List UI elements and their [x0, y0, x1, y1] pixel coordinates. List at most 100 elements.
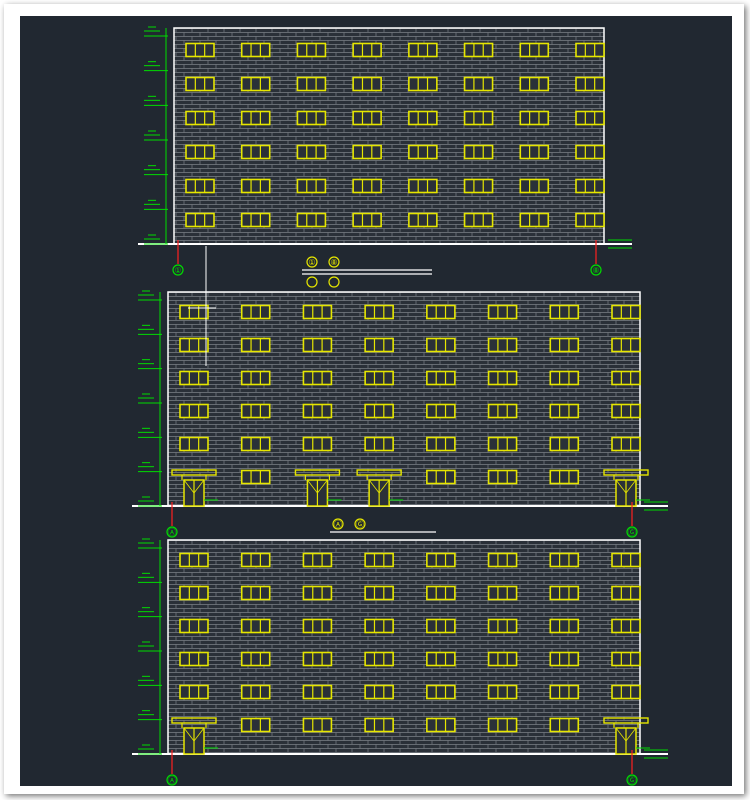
door-swing — [615, 727, 627, 742]
axis-label: Ⓐ — [168, 776, 176, 785]
window — [302, 651, 333, 667]
window — [487, 370, 518, 386]
door-swing — [183, 727, 195, 742]
window — [179, 337, 209, 353]
window — [408, 144, 438, 160]
window — [408, 178, 438, 194]
window — [240, 684, 271, 700]
window — [549, 304, 580, 320]
window — [179, 552, 209, 568]
door-swing — [307, 479, 318, 494]
window — [352, 42, 382, 58]
title-bubble — [328, 276, 340, 288]
door-swing — [625, 479, 637, 494]
window — [296, 144, 327, 160]
window — [575, 144, 605, 160]
window — [487, 585, 518, 601]
window — [364, 304, 394, 320]
window — [179, 304, 209, 320]
window — [463, 144, 494, 160]
window — [426, 337, 456, 353]
window — [463, 212, 494, 228]
axis-bubble — [626, 526, 638, 538]
window — [352, 76, 382, 92]
window — [463, 110, 494, 126]
title-bubble — [332, 518, 344, 530]
window — [549, 403, 580, 419]
window — [240, 469, 271, 485]
window — [426, 436, 456, 452]
window — [519, 42, 550, 58]
window — [302, 552, 333, 568]
window — [463, 178, 494, 194]
window — [426, 370, 456, 386]
window — [302, 618, 333, 634]
window — [240, 651, 271, 667]
window — [179, 651, 209, 667]
window — [575, 42, 605, 58]
title-label: Ⓐ — [334, 520, 342, 529]
axis-bubble — [166, 774, 178, 786]
window — [240, 110, 271, 126]
door-swing — [615, 479, 627, 494]
window — [185, 212, 215, 228]
window — [352, 144, 382, 160]
door-swing — [193, 479, 205, 494]
window — [364, 651, 394, 667]
window — [364, 337, 394, 353]
window — [179, 618, 209, 634]
window — [302, 585, 333, 601]
window — [240, 42, 271, 58]
window — [549, 585, 580, 601]
window — [426, 304, 456, 320]
window — [408, 110, 438, 126]
title-bubble — [306, 256, 318, 268]
title-bubble — [328, 256, 340, 268]
window — [302, 436, 333, 452]
window — [487, 684, 518, 700]
window — [519, 76, 550, 92]
window — [549, 469, 580, 485]
window — [179, 403, 209, 419]
window — [302, 304, 333, 320]
window — [302, 684, 333, 700]
door-canopy — [294, 469, 341, 476]
window — [611, 370, 641, 386]
window — [549, 370, 580, 386]
window — [549, 436, 580, 452]
window — [611, 651, 641, 667]
axis-label: ① — [174, 266, 181, 275]
window — [296, 42, 327, 58]
window — [296, 212, 327, 228]
axis-label: Ⓖ — [628, 776, 636, 785]
window — [408, 212, 438, 228]
facade-outline — [173, 27, 605, 245]
window — [611, 337, 641, 353]
window — [302, 337, 333, 353]
window — [185, 42, 215, 58]
title-bubble — [306, 276, 318, 288]
window — [463, 76, 494, 92]
window — [426, 684, 456, 700]
window — [185, 110, 215, 126]
window — [611, 552, 641, 568]
window — [240, 436, 271, 452]
window — [240, 76, 271, 92]
window — [296, 110, 327, 126]
window — [408, 42, 438, 58]
window — [240, 552, 271, 568]
window — [611, 684, 641, 700]
window — [302, 403, 333, 419]
window — [185, 76, 215, 92]
window — [240, 144, 271, 160]
window — [575, 178, 605, 194]
axis-bubble — [626, 774, 638, 786]
window — [519, 178, 550, 194]
title-bubble — [354, 518, 366, 530]
window — [549, 337, 580, 353]
window — [364, 717, 394, 733]
